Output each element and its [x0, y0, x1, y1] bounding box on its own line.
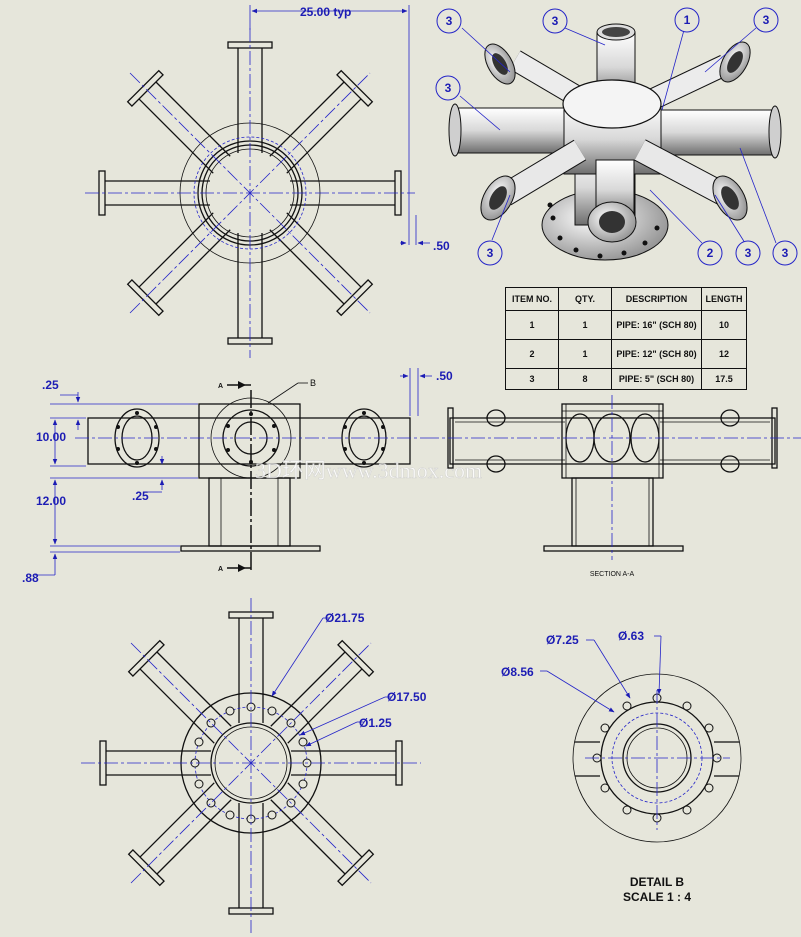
balloon: 3 — [745, 246, 752, 260]
dim-dia-bolt-circle: Ø17.50 — [387, 690, 427, 704]
bom-header: QTY. — [558, 287, 612, 311]
bom-cell: 1 — [558, 310, 612, 340]
dim-detail-dia-bolt: Ø7.25 — [546, 633, 579, 647]
isometric-view: 3 3 1 3 3 3 2 3 3 — [435, 7, 798, 266]
balloon: 3 — [552, 14, 559, 28]
front-view: A A B .25 10.00 .25 12.00 — [22, 368, 453, 585]
bom-cell: 1 — [505, 310, 559, 340]
balloon: 3 — [782, 246, 789, 260]
bom-cell: PIPE: 16" (SCH 80) — [611, 310, 702, 340]
bom-table: ITEM NO. QTY. DESCRIPTION LENGTH 1 1 PIP… — [505, 287, 747, 390]
balloon: 3 — [445, 81, 452, 95]
balloon: 3 — [487, 246, 494, 260]
dim-offset-front: .50 — [436, 369, 453, 383]
dim-dia-outer: Ø21.75 — [325, 611, 365, 625]
detail-scale: SCALE 1 : 4 — [623, 890, 691, 904]
dim-typ-spacing: 25.00 typ — [300, 5, 351, 19]
dim-dia-hole: Ø1.25 — [359, 716, 392, 730]
bom-cell: 17.5 — [701, 368, 747, 390]
balloon-group: 3 3 1 3 3 3 2 3 3 — [435, 7, 798, 266]
bom-row: 1 1 PIPE: 16" (SCH 80) 10 — [505, 310, 747, 340]
dim-offset-top: .50 — [433, 239, 450, 253]
dim-offset-mid: .25 — [132, 489, 149, 503]
watermark: 3D环网www.3dmox.com — [255, 458, 482, 483]
dim-height-upper: 10.00 — [36, 430, 66, 444]
detail-title: DETAIL B — [630, 875, 685, 889]
bom-header: LENGTH — [701, 287, 747, 311]
balloon: 1 — [684, 13, 691, 27]
bom-cell: 2 — [505, 339, 559, 369]
detail-ref-label: B — [310, 378, 316, 388]
balloon: 2 — [707, 246, 714, 260]
bom-cell: 12 — [701, 339, 747, 369]
section-cut-label-bottom: A — [218, 566, 223, 573]
bom-header: DESCRIPTION — [611, 287, 702, 311]
bom-cell: 10 — [701, 310, 747, 340]
bom-header-row: ITEM NO. QTY. DESCRIPTION LENGTH — [505, 287, 747, 311]
bom-row: 3 8 PIPE: 5" (SCH 80) 17.5 — [505, 368, 747, 390]
balloon: 3 — [446, 14, 453, 28]
detail-b-view: Ø7.25 Ø8.56 Ø.63 DETAIL B SCALE 1 : 4 — [501, 629, 742, 904]
bom-row: 2 1 PIPE: 12" (SCH 80) 12 — [505, 339, 747, 369]
top-view: 25.00 typ .50 — [85, 5, 450, 358]
bom-cell: 3 — [505, 368, 559, 390]
section-cut-label-top: A — [218, 383, 223, 390]
bom-cell: 8 — [558, 368, 612, 390]
bom-cell: PIPE: 5" (SCH 80) — [611, 368, 702, 390]
section-title: SECTION A-A — [590, 571, 635, 578]
balloon: 3 — [763, 13, 770, 27]
dim-detail-dia-hole: Ø.63 — [618, 629, 644, 643]
bom-cell: 1 — [558, 339, 612, 369]
bom-cell: PIPE: 12" (SCH 80) — [611, 339, 702, 369]
dim-offset-base: .88 — [22, 571, 39, 585]
bottom-view: Ø21.75 Ø17.50 Ø1.25 — [81, 598, 427, 933]
dim-height-lower: 12.00 — [36, 494, 66, 508]
dim-detail-dia-outer: Ø8.56 — [501, 665, 534, 679]
section-a-a-view: SECTION A-A — [425, 395, 801, 578]
dim-offset-left: .25 — [42, 378, 59, 392]
bom-header: ITEM NO. — [505, 287, 559, 311]
